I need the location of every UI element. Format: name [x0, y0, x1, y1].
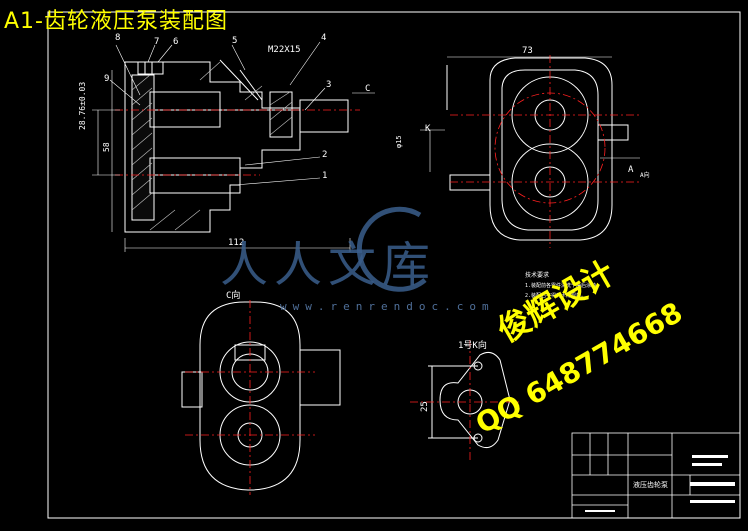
drawing-title: A1-齿轮液压泵装配图 — [4, 9, 228, 34]
view-mark-k: K — [425, 124, 431, 134]
dim-25: 25 — [420, 401, 430, 412]
tech-notes-heading: 技术要求 — [525, 272, 550, 279]
view-mark-a-view: A向 — [640, 172, 650, 179]
c-view — [181, 301, 341, 491]
callout-5: 5 — [232, 36, 238, 46]
section-dims — [92, 41, 375, 252]
watermark-url: www.renrendoc.com — [280, 300, 495, 313]
view-mark-k-view: 1号K向 — [458, 341, 487, 351]
callout-7: 7 — [154, 37, 160, 47]
title-block-name: 液压齿轮泵 — [633, 481, 668, 489]
thread-label: M22X15 — [268, 45, 301, 55]
callout-6: 6 — [173, 37, 179, 47]
title-block — [571, 432, 741, 519]
dim-length: 112 — [228, 238, 245, 248]
view-mark-c-view: C向 — [226, 291, 241, 301]
section-view — [124, 59, 349, 233]
callout-2: 2 — [322, 150, 328, 160]
c-view-centerlines — [185, 300, 315, 495]
callout-1: 1 — [322, 171, 328, 181]
view-mark-c: C — [365, 84, 371, 94]
drawing-frame — [47, 11, 741, 519]
dim-dia15: φ15 — [395, 135, 403, 148]
callout-3: 3 — [326, 80, 332, 90]
dim-height-tol: 28.76±0.03 — [78, 81, 87, 130]
k-view-centerlines — [410, 340, 520, 460]
right-view-centerlines — [450, 55, 640, 248]
section-hatching — [131, 61, 293, 231]
watermark-name: 人人文库 — [220, 237, 437, 293]
section-centerlines — [115, 109, 360, 176]
tech-note-1: 1.装配前各零件清洗干净后涂油。 — [525, 283, 602, 289]
callout-8: 8 — [115, 33, 121, 43]
dim-height2: 58 — [102, 142, 111, 152]
view-mark-a: A — [628, 165, 634, 175]
callout-4: 4 — [321, 33, 327, 43]
tech-note-2: 2.装配后不得有卡滞现象。 — [525, 293, 587, 299]
callout-9: 9 — [104, 74, 110, 84]
title-block-marks — [585, 455, 735, 512]
right-view — [446, 57, 629, 241]
right-view-dims — [420, 56, 640, 172]
watermark-logo — [356, 206, 427, 292]
dim-width: 73 — [522, 46, 533, 56]
